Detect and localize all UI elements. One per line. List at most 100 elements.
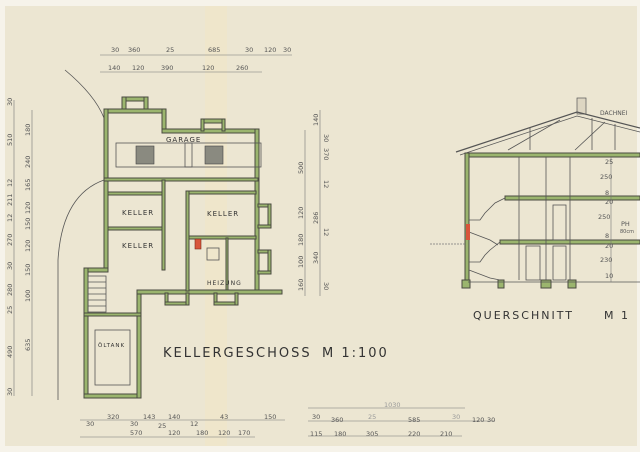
dim-label: 120 <box>168 429 180 437</box>
dim-label: 12 <box>322 228 330 236</box>
floor-plan: GARAGE KELLER KELLER KELLER HEIZUNG ÖLTA… <box>57 69 389 400</box>
dim-label: 160 <box>297 279 305 291</box>
chimney <box>576 97 587 115</box>
paper-fold <box>205 6 227 446</box>
dim-label: 340 <box>312 252 320 264</box>
dim-label: 30 <box>111 46 119 54</box>
dim-label: 210 <box>440 430 452 438</box>
room-label-keller: KELLER <box>122 242 154 250</box>
dim-label: 20 <box>605 198 613 206</box>
dim-label: 305 <box>366 430 378 438</box>
dim-label: 30 <box>86 420 94 428</box>
dim-label: 30 <box>322 282 330 290</box>
dim-label: 25 <box>158 422 166 430</box>
cross-section: DACHNEI PH 80cm 25 250 8 20 250 8 20 230… <box>430 97 640 322</box>
dim-label: 490 <box>6 346 14 358</box>
dim-label: 12 <box>6 179 14 187</box>
chimney-flue <box>466 224 470 240</box>
oil-tank <box>94 329 131 386</box>
dim-label: 12 <box>6 214 14 222</box>
left-dimensions: 30 510 12 211 12 270 30 280 25 490 30 18… <box>6 98 32 396</box>
dim-label: 510 <box>6 134 14 146</box>
dim-label: 120 <box>202 64 214 72</box>
dim-label: 585 <box>408 416 420 424</box>
dim-label: 270 <box>6 234 14 246</box>
dim-label: 250 <box>598 213 610 221</box>
dim-label: 30 <box>6 388 14 396</box>
roof-label: DACHNEI <box>600 110 627 117</box>
dim-label: 120 <box>297 207 305 219</box>
dim-label: 180 <box>24 124 32 136</box>
walls <box>83 96 283 399</box>
dim-label: 260 <box>236 64 248 72</box>
terrain-curve <box>57 179 105 400</box>
dim-label: 30 <box>487 416 495 424</box>
dim-label: 211 <box>6 194 14 206</box>
dim-label: 150 <box>24 218 32 230</box>
right-dimensions: 500 120 180 100 160 140 30 370 12 286 12… <box>297 114 330 291</box>
dim-label: 12 <box>190 420 198 428</box>
dim-label: 165 <box>24 179 32 191</box>
dim-label: 25 <box>605 158 613 166</box>
dim-label: 100 <box>24 290 32 302</box>
dim-label: 180 <box>196 429 208 437</box>
dim-label: 320 <box>107 413 119 421</box>
dim-label: 150 <box>264 413 276 421</box>
dim-label: 280 <box>6 284 14 296</box>
dim-label: 30 <box>312 413 320 421</box>
dim-label: 30 <box>245 46 253 54</box>
dim-label: 180 <box>297 234 305 246</box>
chimney-flue <box>194 238 202 250</box>
room-label-heizung: HEIZUNG <box>207 280 242 287</box>
dim-label: 180 <box>334 430 346 438</box>
dim-label: 120 <box>24 202 32 214</box>
dim-label: 150 <box>24 264 32 276</box>
dim-label: 370 <box>322 148 330 160</box>
section-stairs <box>469 197 506 263</box>
dim-label: 570 <box>130 429 142 437</box>
dim-label: 120 <box>132 64 144 72</box>
dim-label: 140 <box>168 413 180 421</box>
dim-label: 140 <box>108 64 120 72</box>
dim-label: 25 <box>368 413 376 421</box>
dim-label: 220 <box>408 430 420 438</box>
dim-label: 20 <box>605 242 613 250</box>
dim-label: 286 <box>312 212 320 224</box>
room-label-keller: KELLER <box>122 209 154 217</box>
ph-sub-label: 80cm <box>620 229 634 235</box>
dim-label: 10 <box>605 272 613 280</box>
dim-label: 635 <box>24 339 32 351</box>
dim-label: 140 <box>312 114 320 126</box>
dim-label: 8 <box>605 189 609 197</box>
dim-label: 8 <box>605 232 609 240</box>
dimension-lines <box>13 54 495 438</box>
dim-label: 30 <box>6 262 14 270</box>
room-label-garage: GARAGE <box>166 136 201 144</box>
dim-label: 30 <box>130 420 138 428</box>
dim-label: 30 <box>452 413 460 421</box>
dim-label: 120 <box>24 240 32 252</box>
room-label-oeltank: ÖLTANK <box>98 342 125 349</box>
dim-label: 30 <box>283 46 291 54</box>
top-dimensions: 30 360 25 685 30 120 30 140 120 390 120 … <box>108 46 291 72</box>
dim-label: 230 <box>600 256 612 264</box>
dim-label: 360 <box>128 46 140 54</box>
stairs <box>87 275 107 313</box>
boiler <box>206 247 220 261</box>
dim-label: 43 <box>220 413 228 421</box>
garage-cars <box>115 142 262 168</box>
dim-label: 390 <box>161 64 173 72</box>
dim-label: 30 <box>322 134 330 142</box>
plan-title: KELLERGESCHOSS <box>163 346 312 361</box>
dim-label: 1030 <box>384 401 401 409</box>
room-label-keller: KELLER <box>207 210 239 218</box>
dim-label: 500 <box>297 162 305 174</box>
driveway-curve <box>64 69 105 119</box>
roof <box>455 111 640 153</box>
ph-label: PH <box>621 220 630 228</box>
plan-scale: M 1:100 <box>322 346 389 361</box>
dim-label: 120 <box>472 416 484 424</box>
paper <box>5 6 637 446</box>
section-scale: M 1 <box>604 309 630 322</box>
